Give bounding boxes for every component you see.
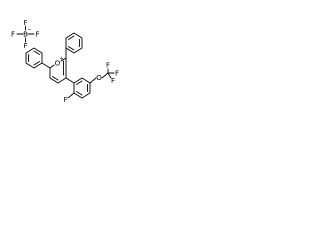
left-phenyl-ring (25, 47, 43, 69)
pyrylium-bond-o-c6 (49, 64, 55, 69)
aryl-double-3 (76, 91, 83, 96)
bond-oxygen-cf3 (101, 72, 109, 79)
upper-phenyl-bonds (65, 32, 83, 54)
pyrylium-charge: + (59, 56, 63, 62)
bond-aryl-fluorine (67, 92, 75, 99)
bf4-fluorine-right: F (35, 31, 39, 39)
pyrylium-bond-c5-c4 (49, 77, 59, 84)
upper-phenyl-ring (65, 32, 83, 54)
ether-oxygen: O (96, 74, 102, 82)
cf3-fluorine-top: F (106, 62, 110, 70)
bond-pyrylium-to-aryl (65, 77, 75, 84)
bf4-charge: − (27, 27, 31, 33)
upper-phenyl-double-1 (68, 35, 75, 40)
bond-aryl-oxygen (89, 77, 97, 84)
left-phenyl-double-3 (33, 50, 40, 55)
bf4-fluorine-top: F (23, 19, 27, 27)
pyrylium-double-2 (52, 76, 59, 81)
pyrylium-oxygen: O (55, 60, 61, 68)
left-phenyl-bonds (25, 47, 43, 69)
upper-phenyl-double-3 (68, 46, 75, 51)
substituted-aryl-ring (73, 77, 91, 99)
molecule-svg: F B − F F F O + (11, 19, 119, 104)
structure-drawing: F B − F F F O + (0, 0, 152, 152)
pyrylium-ring: O + (49, 56, 67, 84)
bf4-fluorine-bottom: F (23, 42, 27, 50)
bf4-fluorine-left: F (11, 31, 15, 39)
pyrylium-bond-c2-o (60, 57, 67, 62)
aryl-double-1 (76, 80, 83, 85)
bond-cf3-f-bottom (107, 72, 112, 79)
left-phenyl-double-1 (33, 61, 40, 66)
cf3-fluorine-right: F (115, 70, 119, 78)
tetrafluoroborate-ion: F B − F F F (11, 19, 40, 50)
bond-pyrylium-to-left-phenyl (41, 62, 51, 69)
pyrylium-bond-c4-c3 (57, 77, 67, 84)
bf4-boron: B (23, 31, 28, 39)
cf3-fluorine-bottom: F (111, 77, 115, 85)
aryl-fluorine: F (63, 96, 67, 104)
